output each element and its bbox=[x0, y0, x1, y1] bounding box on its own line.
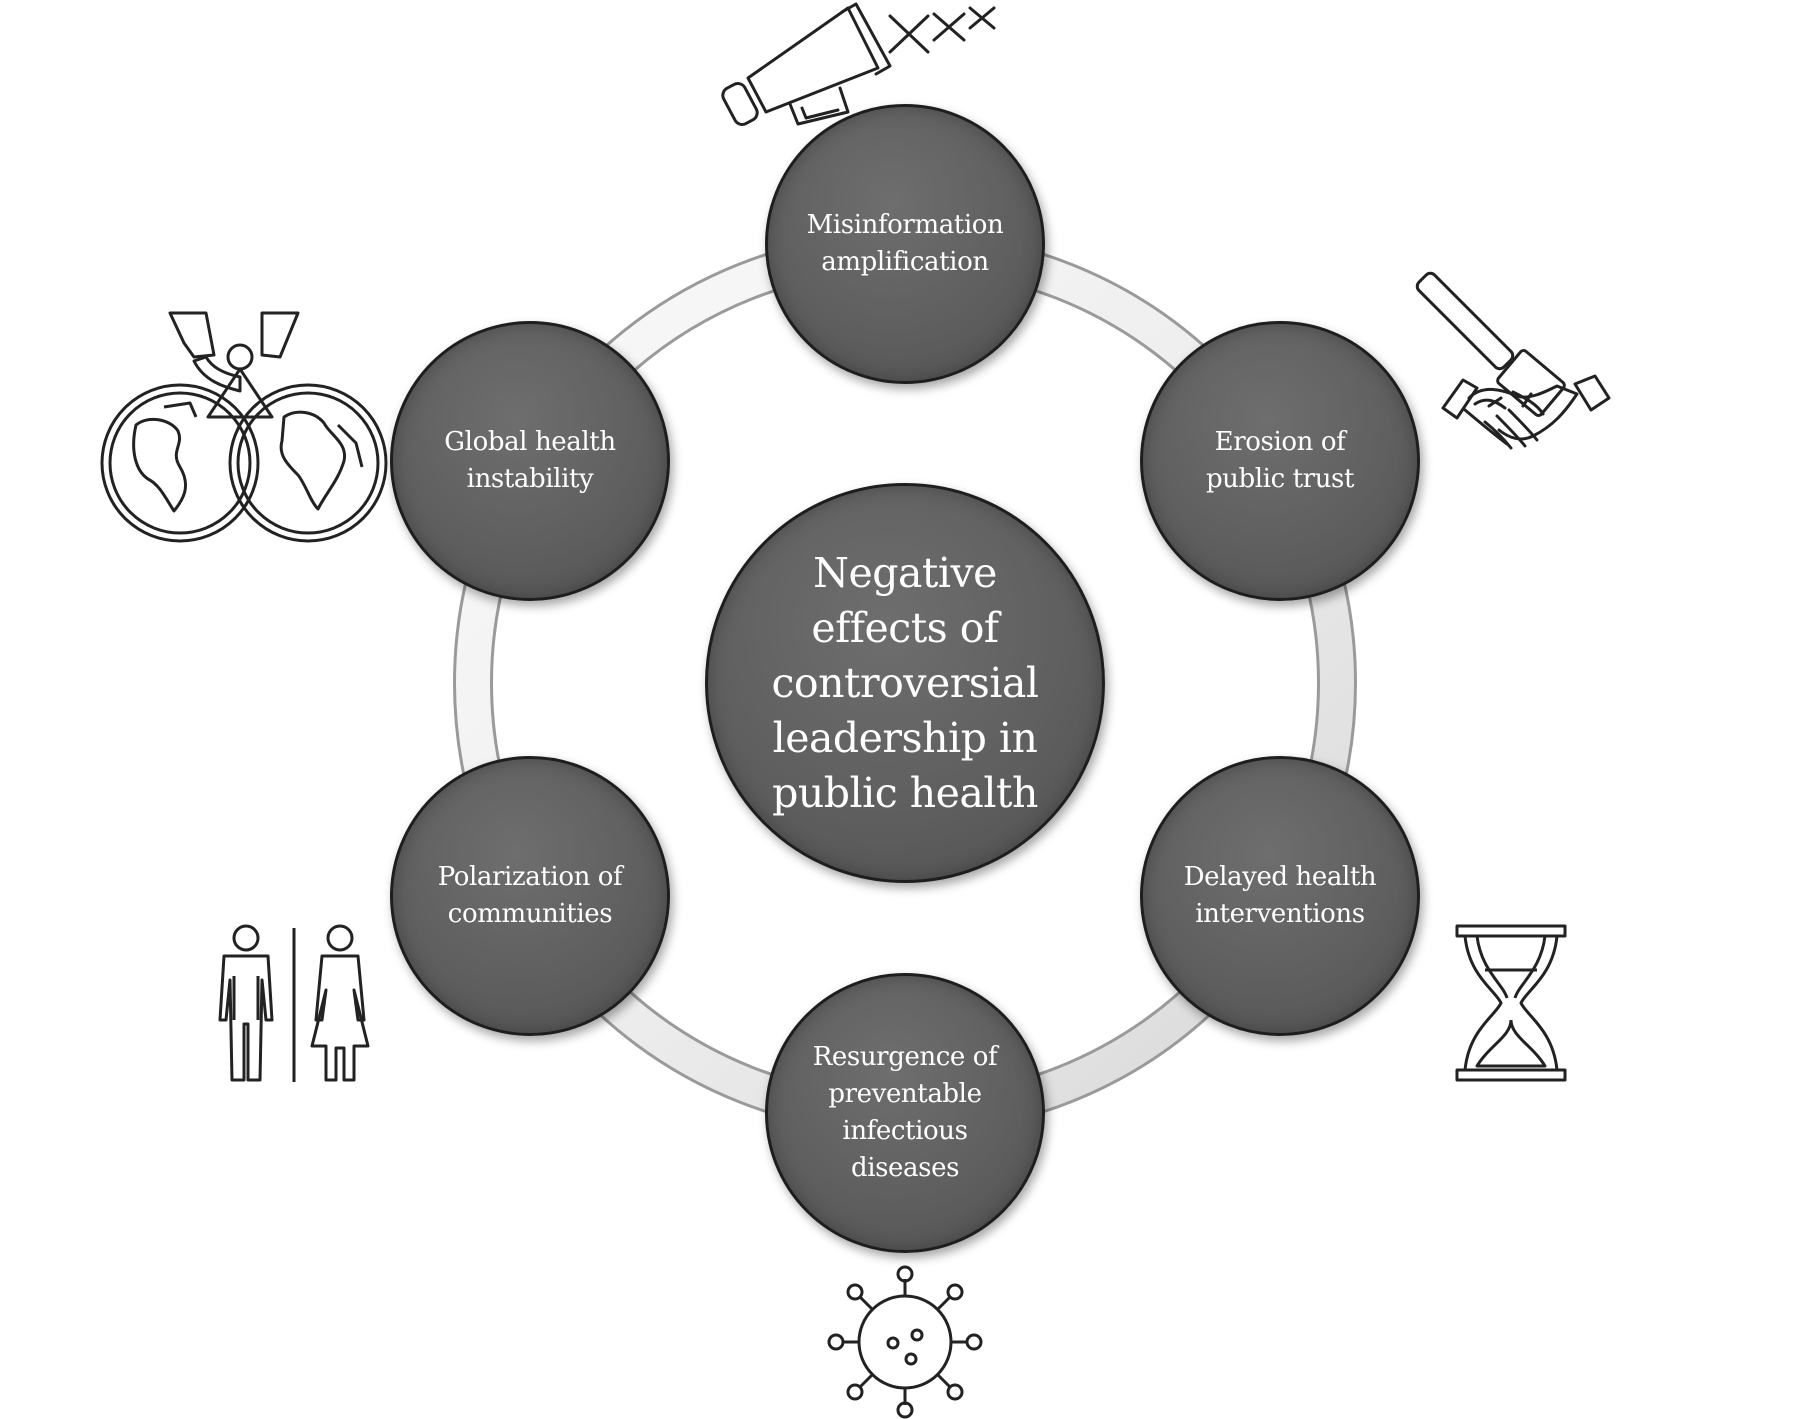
node-label: Global health instability bbox=[444, 427, 616, 494]
node-misinformation: Misinformation amplification bbox=[765, 104, 1045, 384]
center-label: Negative effects of controversial leader… bbox=[771, 548, 1039, 817]
node-label: Misinformation amplification bbox=[806, 210, 1004, 277]
globe-radiation-icon bbox=[100, 295, 388, 545]
hourglass-icon bbox=[1455, 920, 1570, 1085]
node-delayed-interventions: Delayed health interventions bbox=[1140, 756, 1420, 1036]
node-global-instability: Global health instability bbox=[390, 321, 670, 601]
broken-handshake-icon bbox=[1415, 271, 1615, 510]
node-erosion-of-trust: Erosion of public trust bbox=[1140, 321, 1420, 601]
node-resurgence: Resurgence of preventable infectious dis… bbox=[765, 973, 1045, 1253]
megaphone-icon bbox=[720, 0, 1010, 130]
node-label: Polarization of communities bbox=[437, 862, 623, 929]
node-label: Erosion of public trust bbox=[1205, 427, 1355, 494]
node-polarization: Polarization of communities bbox=[390, 756, 670, 1036]
virus-icon bbox=[825, 1265, 985, 1419]
man-woman-divided-icon bbox=[210, 920, 380, 1085]
node-label: Resurgence of preventable infectious dis… bbox=[812, 1042, 998, 1183]
node-label: Delayed health interventions bbox=[1183, 862, 1377, 929]
center-node: Negative effects of controversial leader… bbox=[705, 483, 1105, 883]
